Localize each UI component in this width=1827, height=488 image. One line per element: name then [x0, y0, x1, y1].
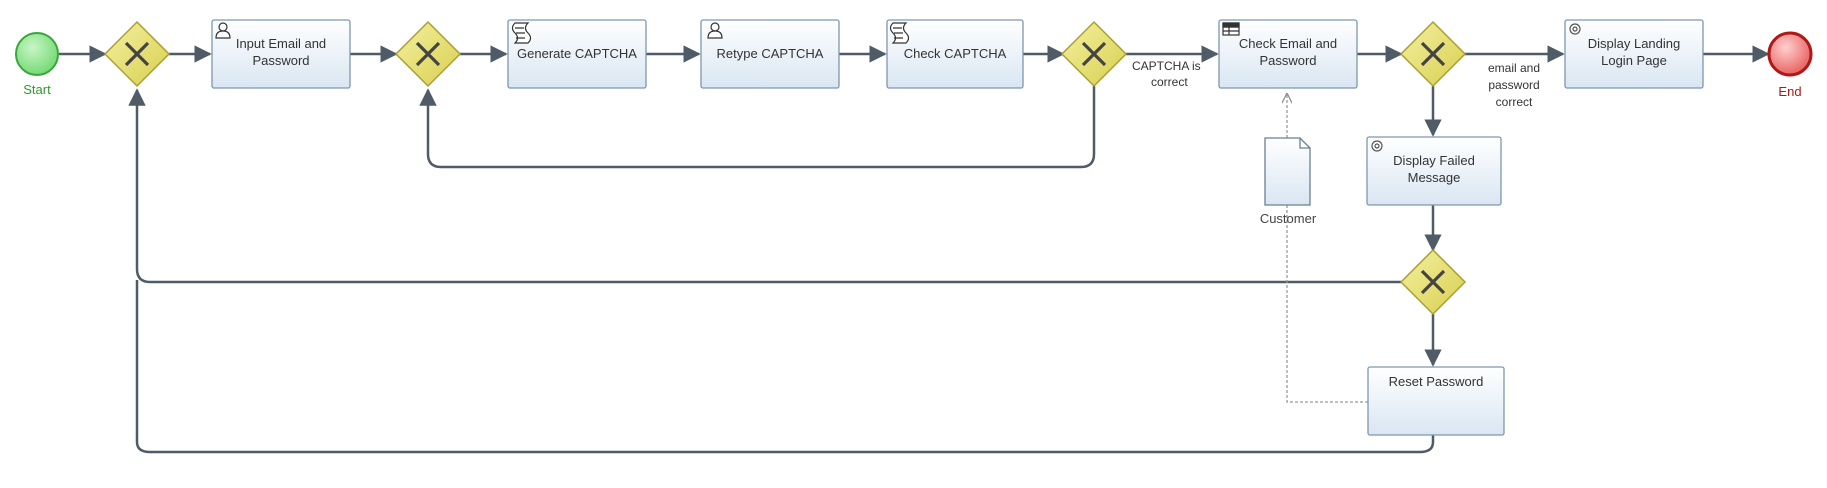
gateway-2[interactable]: [394, 20, 462, 88]
task-retype-box[interactable]: [700, 19, 840, 89]
gateway-5[interactable]: [1399, 248, 1467, 316]
flow-gateway3-loop-to-gateway2[interactable]: [419, 86, 1096, 169]
task-generate-captcha[interactable]: Generate CAPTCHA: [507, 19, 647, 89]
task-failed-label-line1: Display Failed: [1393, 153, 1475, 168]
end-event[interactable]: End: [1767, 31, 1813, 99]
task-check-email-password[interactable]: Check Email and Password: [1218, 19, 1358, 89]
start-event-circle[interactable]: [15, 32, 59, 76]
task-check-email-label-line1: Check Email and: [1239, 36, 1337, 51]
user-task-icon: [707, 22, 723, 39]
task-check-captcha[interactable]: Check CAPTCHA: [886, 19, 1024, 89]
user-task-icon: [215, 22, 231, 39]
end-event-circle[interactable]: [1767, 31, 1813, 77]
end-event-label: End: [1778, 84, 1801, 99]
service-task-icon: [1371, 140, 1383, 152]
task-check-captcha-label: Check CAPTCHA: [904, 46, 1007, 61]
task-failed-box[interactable]: [1366, 136, 1502, 206]
exclusive-x-icon: [1081, 41, 1107, 67]
task-display-landing[interactable]: Display Landing Login Page: [1564, 19, 1704, 89]
service-task-icon: [1569, 23, 1581, 35]
task-check-email-box[interactable]: [1218, 19, 1358, 89]
gateway-4[interactable]: [1399, 20, 1467, 88]
task-landing-label-line1: Display Landing: [1588, 36, 1681, 51]
start-event[interactable]: Start: [15, 32, 59, 97]
task-input-box[interactable]: [211, 19, 351, 89]
email-correct-label-line2: password: [1488, 78, 1539, 92]
task-generate-label: Generate CAPTCHA: [517, 46, 637, 61]
task-generate-box[interactable]: [507, 19, 647, 89]
sequence-flows: [59, 45, 1770, 454]
start-event-label: Start: [23, 82, 51, 97]
task-display-failed[interactable]: Display Failed Message: [1366, 136, 1502, 206]
task-reset-label: Reset Password: [1389, 374, 1484, 389]
task-failed-label-line2: Message: [1408, 170, 1461, 185]
email-correct-label-line3: correct: [1496, 95, 1533, 109]
captcha-correct-label-line2: correct: [1151, 75, 1188, 89]
flow-gateway5-loop-to-gateway1[interactable]: [128, 88, 1401, 284]
table-task-icon: [1222, 22, 1240, 36]
email-correct-label-line1: email and: [1488, 61, 1540, 75]
captcha-correct-label-line1: CAPTCHA is: [1132, 59, 1201, 73]
exclusive-x-icon: [1420, 269, 1446, 295]
exclusive-x-icon: [415, 41, 441, 67]
task-check-email-label-line2: Password: [1259, 53, 1316, 68]
flow-labels: CAPTCHA is correct email and password co…: [1132, 59, 1540, 109]
task-input-label-line1: Input Email and: [236, 36, 326, 51]
document-icon[interactable]: [1264, 137, 1311, 206]
task-reset-password[interactable]: Reset Password: [1367, 366, 1505, 436]
task-retype-label: Retype CAPTCHA: [717, 46, 824, 61]
exclusive-x-icon: [1420, 41, 1446, 67]
script-task-icon: [511, 22, 532, 44]
task-input-email-password[interactable]: Input Email and Password: [211, 19, 351, 89]
exclusive-x-icon: [124, 41, 150, 67]
data-object-label: Customer: [1260, 211, 1317, 226]
gateway-1[interactable]: [103, 20, 171, 88]
task-retype-captcha[interactable]: Retype CAPTCHA: [700, 19, 840, 89]
script-task-icon: [889, 22, 910, 44]
task-landing-label-line2: Login Page: [1601, 53, 1667, 68]
task-landing-box[interactable]: [1564, 19, 1704, 89]
flow-reset-loop-to-gateway1[interactable]: [135, 280, 1435, 454]
task-check-captcha-box[interactable]: [886, 19, 1024, 89]
gateway-3[interactable]: [1060, 20, 1128, 88]
task-input-label-line2: Password: [252, 53, 309, 68]
task-reset-box[interactable]: [1367, 366, 1505, 436]
data-object-customer[interactable]: Customer: [1260, 137, 1317, 226]
